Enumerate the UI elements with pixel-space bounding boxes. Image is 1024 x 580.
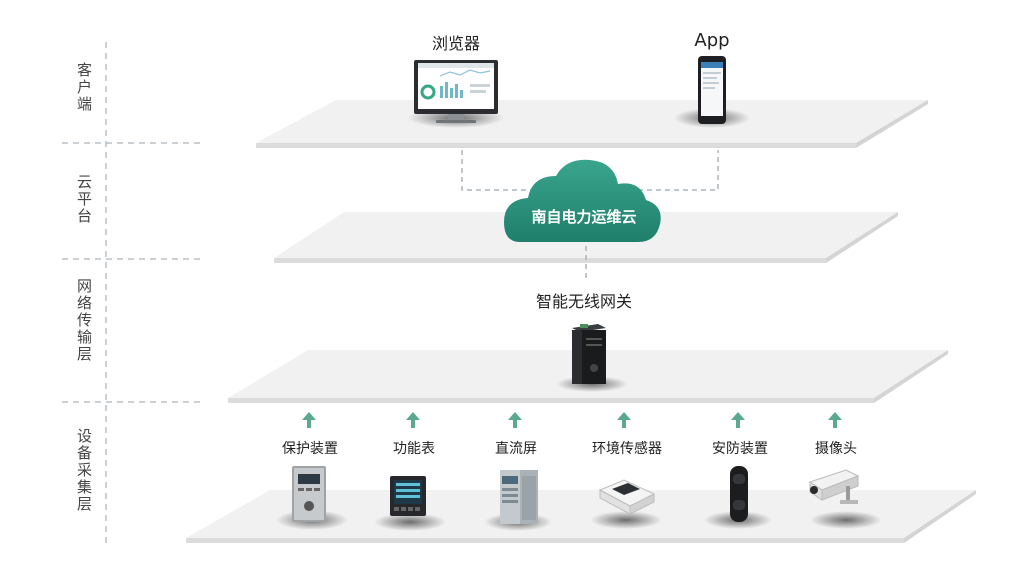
up-arrow-icon — [828, 412, 842, 428]
protection-device-icon — [276, 466, 348, 530]
camera-icon — [808, 469, 882, 529]
device-label-camera: 摄像头 — [815, 441, 857, 457]
power-meter-icon — [374, 476, 446, 531]
up-arrow-icon — [508, 412, 522, 428]
layer-label-network: 网络传输层 — [75, 278, 93, 363]
client-cloud-connector — [461, 150, 719, 191]
device-label-protection: 保护装置 — [282, 441, 338, 457]
up-arrow-icon — [406, 412, 420, 428]
platform-client — [256, 100, 928, 148]
environment-sensor-icon — [590, 479, 662, 529]
security-device-icon — [704, 466, 772, 529]
browser-monitor-icon — [408, 60, 504, 128]
up-arrow-icon — [302, 412, 316, 428]
mobile-phone-icon — [674, 56, 750, 128]
device-label-security: 安防装置 — [712, 441, 768, 457]
wireless-gateway-icon — [556, 324, 628, 392]
layer-label-device: 设备采集层 — [75, 428, 93, 513]
dc-panel-icon — [484, 470, 552, 531]
device-label-dc-panel: 直流屏 — [495, 441, 537, 457]
up-arrow-icon — [617, 412, 631, 428]
device-label-meter: 功能表 — [393, 441, 435, 457]
gateway-label: 智能无线网关 — [535, 292, 633, 311]
cloud-platform-icon — [504, 159, 661, 242]
device-label-sensor: 环境传感器 — [592, 441, 662, 457]
up-arrow-icon — [731, 412, 745, 428]
layer-label-client: 客户端 — [75, 62, 93, 113]
app-label: App — [694, 30, 730, 51]
layer-label-cloud: 云平台 — [75, 174, 93, 225]
cloud-name: 南自电力运维云 — [531, 208, 637, 226]
browser-label: 浏览器 — [431, 34, 481, 53]
